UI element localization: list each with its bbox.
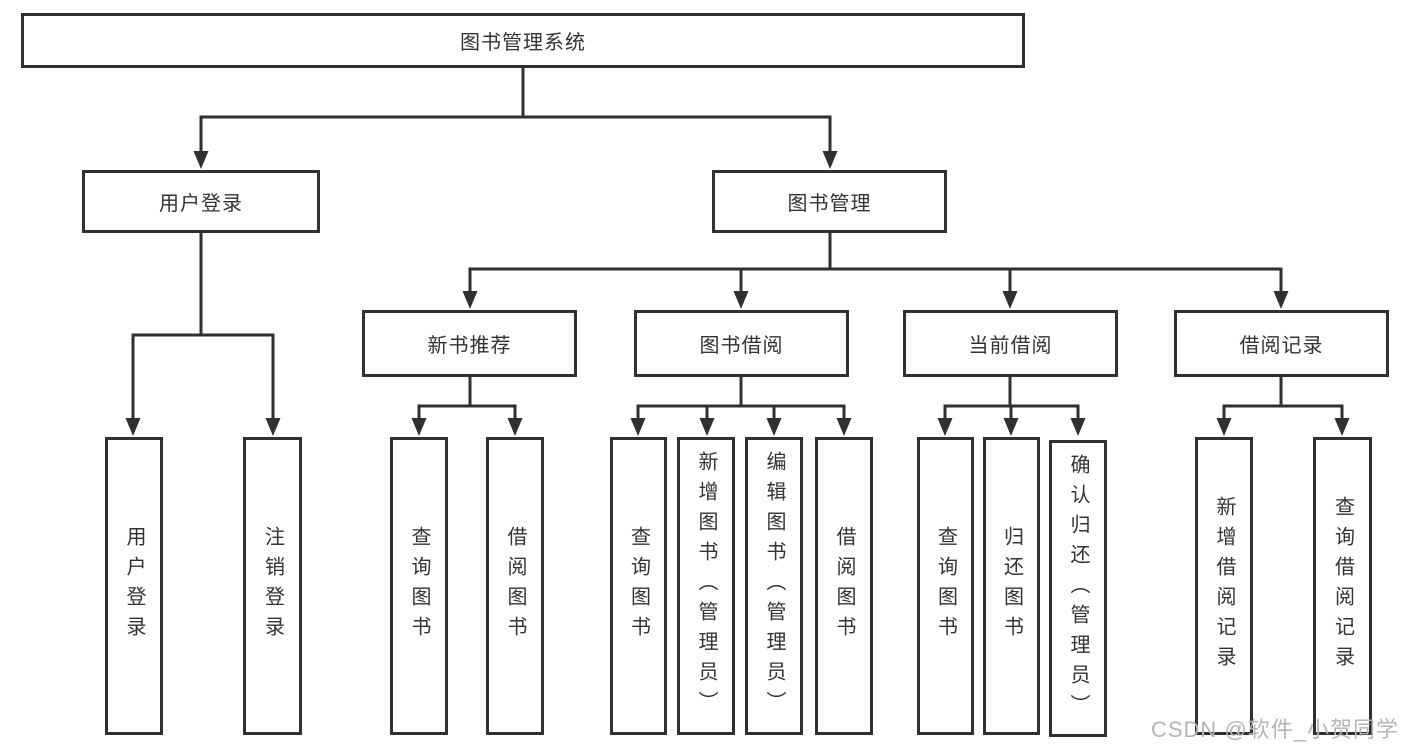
csdn-watermark: CSDN @软件_小贺同学 [1150,717,1399,742]
node-leaf-query-book: 查询图书 [390,437,448,735]
leaf-label: 归还图书 [1000,526,1023,646]
node-leaf-user-login: 用户登录 [105,437,163,735]
node-book-manage: 图书管理 [712,170,947,233]
node-leaf-borrow-book: 借阅图书 [486,437,544,735]
node-leaf-logout: 注销登录 [243,437,302,735]
leaf-label: 新增借阅记录 [1213,496,1235,676]
node-leaf-borrow-book: 借阅图书 [815,437,873,735]
leaf-label: 确认归还（管理员） [1067,453,1089,724]
leaf-label: 查询图书 [408,526,430,646]
node-leaf-add-borrow-record: 新增借阅记录 [1195,437,1253,735]
node-leaf-add-book-admin: 新增图书（管理员） [677,437,735,735]
node-leaf-query-book: 查询图书 [610,437,667,735]
node-root-system: 图书管理系统 [21,13,1025,68]
leaf-label: 查询图书 [627,526,650,646]
leaf-label: 借阅图书 [833,526,855,646]
node-current-borrow: 当前借阅 [903,310,1118,377]
leaf-label: 查询借阅记录 [1331,496,1354,676]
leaf-label: 查询图书 [934,526,957,646]
node-leaf-query-borrow-record: 查询借阅记录 [1313,437,1372,735]
node-new-book-recommend: 新书推荐 [362,310,577,377]
node-leaf-edit-book-admin: 编辑图书（管理员） [745,437,803,735]
node-book-borrow: 图书借阅 [634,310,849,377]
leaf-label: 用户登录 [123,526,145,646]
leaf-label: 借阅图书 [504,526,526,646]
node-user-login: 用户登录 [82,170,320,233]
node-borrow-records: 借阅记录 [1174,310,1389,377]
node-leaf-confirm-return-admin: 确认归还（管理员） [1049,440,1107,737]
node-leaf-query-book: 查询图书 [917,437,974,735]
leaf-label: 注销登录 [261,526,284,646]
node-leaf-return-book: 归还图书 [983,437,1040,735]
leaf-label: 编辑图书（管理员） [763,451,785,721]
leaf-label: 新增图书（管理员） [695,451,717,721]
